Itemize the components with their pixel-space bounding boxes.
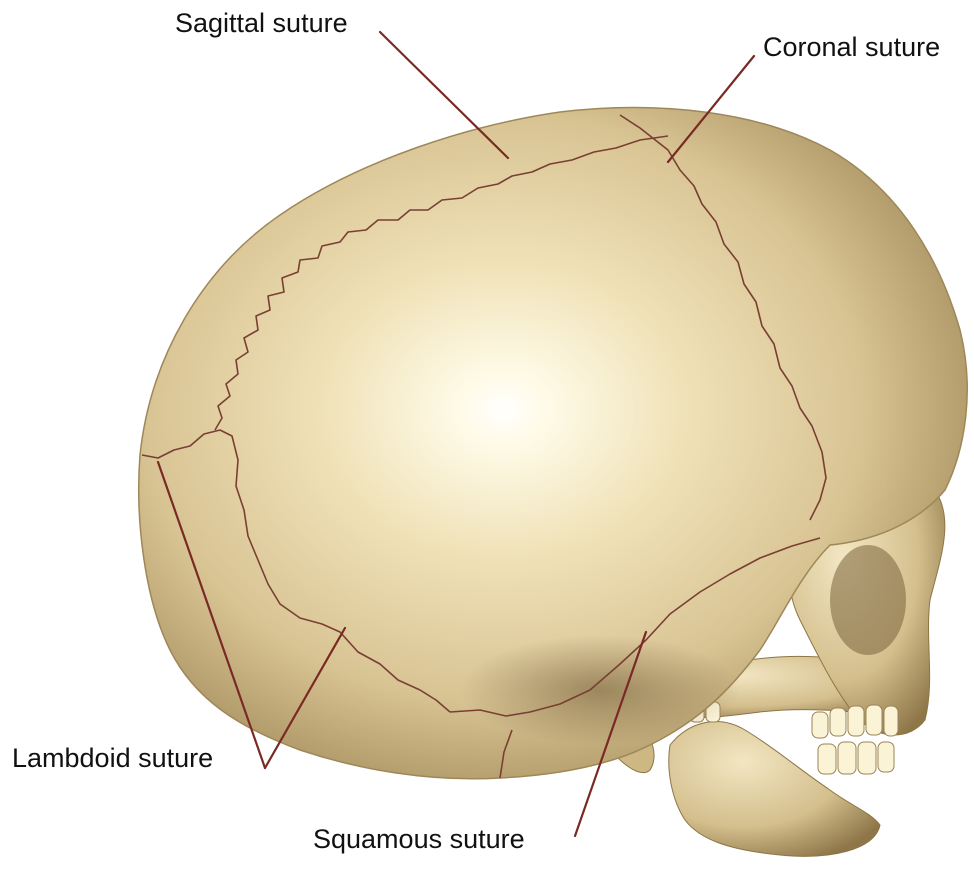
squamous-suture-label: Squamous suture: [313, 826, 525, 853]
lambdoid-suture-label: Lambdoid suture: [12, 745, 213, 772]
sagittal-suture-label: Sagittal suture: [175, 10, 348, 37]
orbit: [830, 545, 906, 655]
temporal-shading: [460, 635, 740, 745]
coronal-suture-label: Coronal suture: [763, 34, 940, 61]
